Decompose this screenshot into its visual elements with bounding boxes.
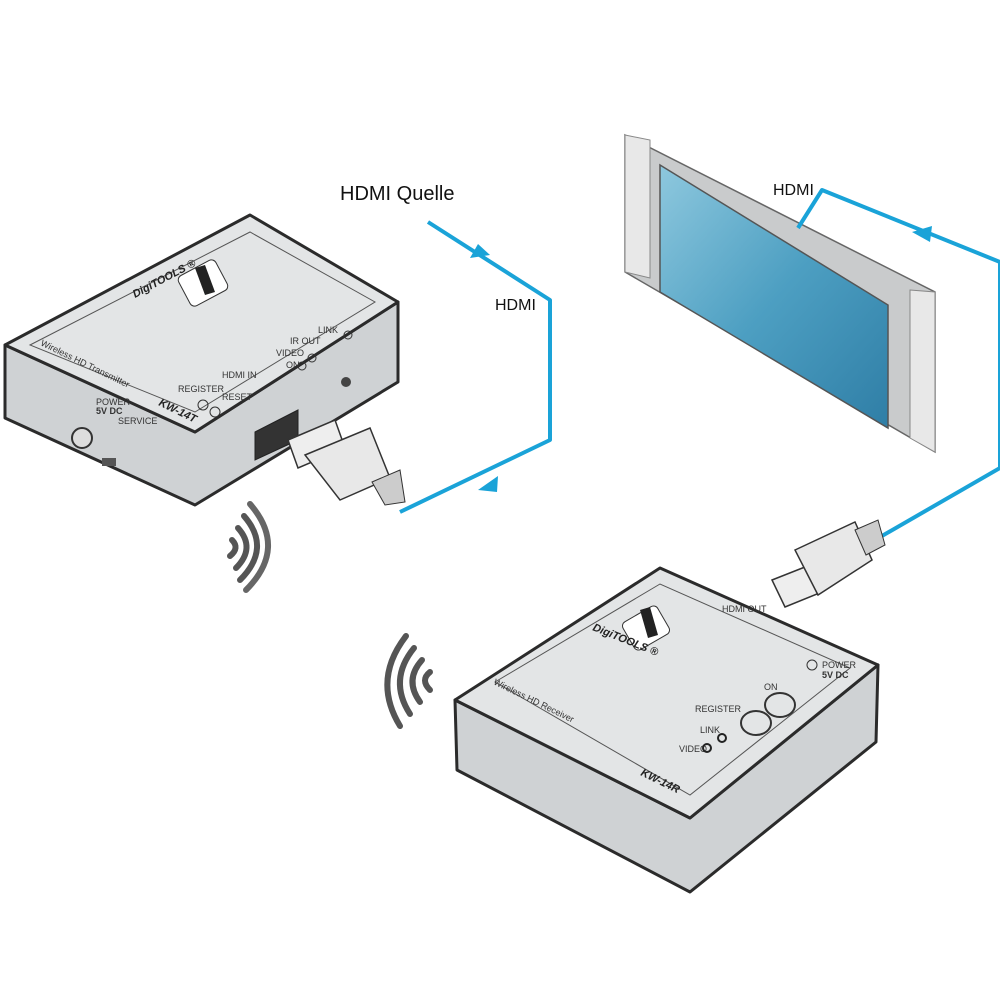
- tv-screen: [659, 163, 889, 430]
- register-label: REGISTER: [178, 384, 225, 394]
- service-label: SERVICE: [118, 416, 157, 426]
- link-led: [343, 330, 353, 340]
- arrow-icon: [470, 244, 490, 258]
- hdmi-plug-receiver: [770, 519, 886, 608]
- power-label: POWER: [822, 660, 857, 670]
- cable-source: [399, 220, 552, 514]
- hdmi-in-label: HDMI IN: [222, 370, 257, 380]
- wireless-signal-icon: [227, 501, 272, 593]
- power-icon: [806, 659, 818, 671]
- link-label: LINK: [700, 725, 720, 735]
- ir-jack: [341, 377, 351, 387]
- voltage-label: 5V DC: [96, 406, 123, 416]
- register-button[interactable]: [197, 399, 209, 411]
- hdmi-out-label: HDMI OUT: [722, 604, 767, 614]
- on-label: ON: [286, 360, 300, 370]
- on-button[interactable]: [764, 692, 796, 718]
- wireless-signal-icon: [384, 633, 433, 729]
- hdmi-cable-label-display: HDMI: [773, 182, 814, 199]
- cable-display: [796, 188, 1000, 542]
- power-label: POWER: [96, 397, 131, 407]
- transmitter-device: DigiTOOLS ® Wireless HD Transmitter KW-1…: [3, 213, 400, 507]
- voltage-label: 5V DC: [822, 670, 849, 680]
- video-label: VIDEO: [679, 744, 707, 754]
- arrow-icon: [478, 476, 498, 492]
- reset-label: RESET: [222, 392, 253, 402]
- hdmi-plug: [287, 418, 406, 506]
- tv-display: [624, 133, 936, 454]
- register-button[interactable]: [740, 710, 772, 736]
- service-port: [102, 458, 116, 466]
- source-label: HDMI Quelle: [340, 183, 454, 205]
- video-led: [702, 743, 712, 753]
- on-led: [297, 361, 307, 371]
- power-jack: [71, 427, 93, 449]
- on-label: ON: [764, 682, 778, 692]
- video-led: [307, 353, 317, 363]
- reset-button[interactable]: [209, 406, 221, 418]
- link-led: [717, 733, 727, 743]
- arrow-icon: [912, 226, 932, 242]
- link-label: LINK: [318, 325, 338, 335]
- register-label: REGISTER: [695, 704, 742, 714]
- receiver-device: DigiTOOLS ® Wireless HD Receiver KW-14R …: [453, 566, 880, 894]
- video-label: VIDEO: [276, 348, 304, 358]
- ir-out-label: IR OUT: [290, 336, 321, 346]
- hdmi-cable-label: HDMI: [495, 297, 536, 314]
